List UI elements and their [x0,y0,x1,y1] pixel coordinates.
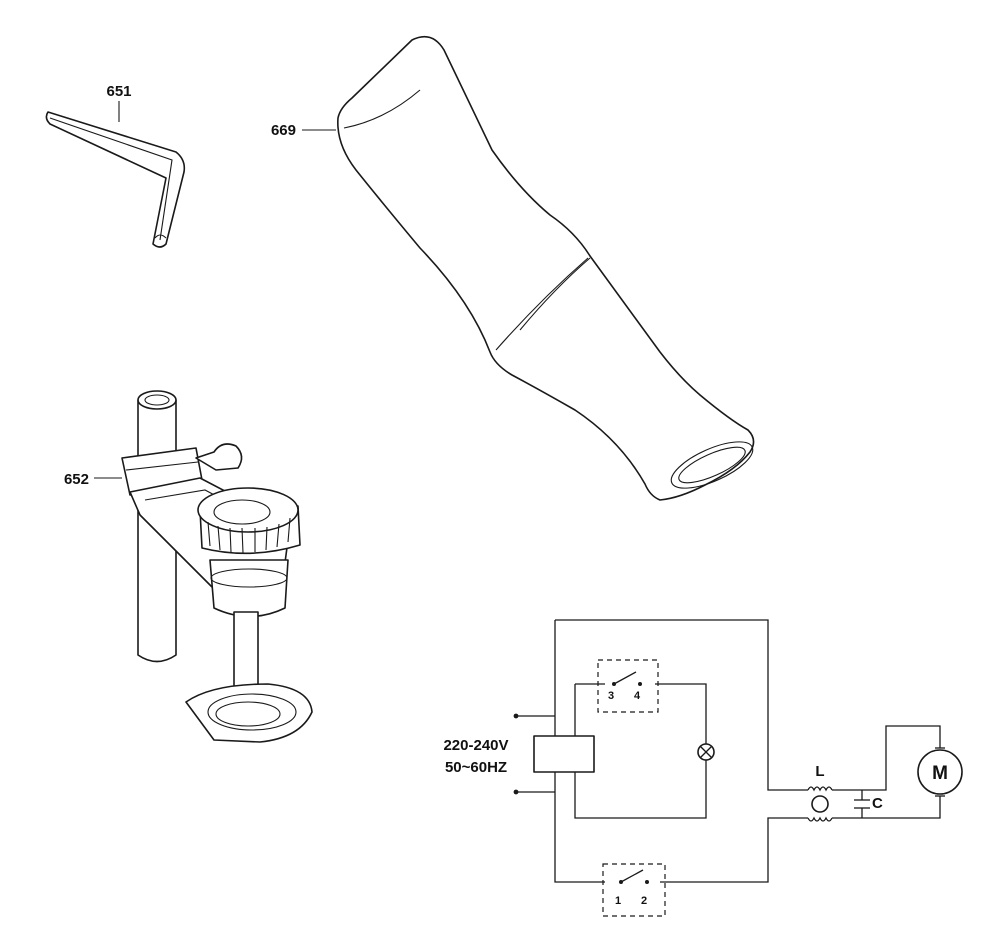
part-label-669: 669 [271,122,296,139]
switch-3-4: 3 4 [597,659,659,713]
motor-icon [917,747,963,797]
switch-pin-4: 4 [634,690,641,702]
switch-pin-1: 1 [615,895,621,907]
capacitor-label: C [872,795,883,812]
switch-1-2: 1 2 [602,863,666,917]
motor-label: M [932,763,948,784]
supply-frequency-label: 50~60HZ [445,759,507,776]
capacitor-icon [854,725,941,819]
switch-pin-3: 3 [608,690,614,702]
part-label-651: 651 [106,83,131,100]
lamp-icon [697,743,715,761]
inductor-icon [807,786,862,822]
inductor-label: L [815,763,824,780]
hex-key-icon [45,111,186,248]
switch-pin-2: 2 [641,895,647,907]
supply-voltage-label: 220-240V [443,737,508,754]
depth-stop-icon [121,390,313,743]
nozzle-icon [337,35,755,501]
wiring-schematic [513,619,808,883]
part-label-652: 652 [64,471,89,488]
